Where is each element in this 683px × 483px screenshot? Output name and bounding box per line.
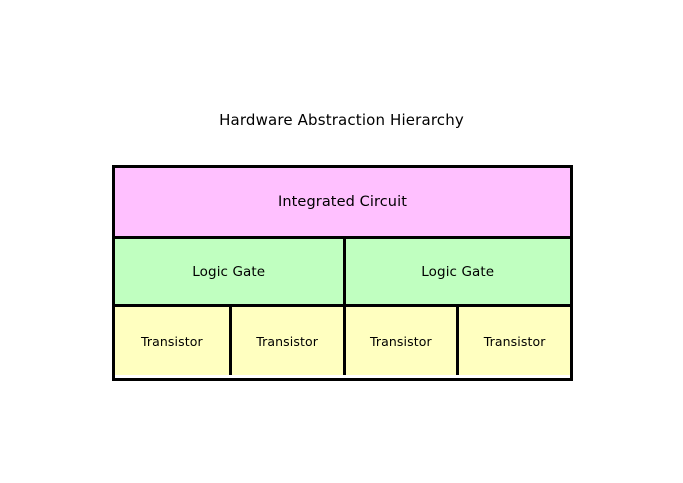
hardware-abstraction-hierarchy-table: Integrated Circuit Logic Gate Logic Gate… (112, 165, 573, 381)
cell-transistor-4[interactable]: Transistor (456, 307, 570, 375)
cell-label: Logic Gate (421, 263, 495, 280)
cell-transistor-3[interactable]: Transistor (342, 307, 457, 375)
hierarchy-row-logic-gate: Logic Gate Logic Gate (115, 236, 570, 307)
hierarchy-row-integrated-circuit: Integrated Circuit (115, 168, 570, 236)
cell-transistor-1[interactable]: Transistor (115, 307, 229, 375)
page-title: Hardware Abstraction Hierarchy (219, 111, 464, 129)
cell-label: Transistor (256, 333, 318, 349)
cell-integrated-circuit[interactable]: Integrated Circuit (115, 168, 570, 236)
cell-logic-gate-2[interactable]: Logic Gate (342, 239, 570, 304)
cell-transistor-2[interactable]: Transistor (228, 307, 343, 375)
cell-logic-gate-1[interactable]: Logic Gate (115, 239, 343, 304)
cell-label: Transistor (141, 333, 203, 349)
cell-label: Logic Gate (192, 263, 266, 280)
cell-label: Transistor (483, 333, 546, 349)
cell-label: Integrated Circuit (277, 194, 407, 210)
cell-label: Transistor (370, 333, 432, 349)
hierarchy-row-transistor: Transistor Transistor Transistor Transis… (115, 307, 570, 375)
